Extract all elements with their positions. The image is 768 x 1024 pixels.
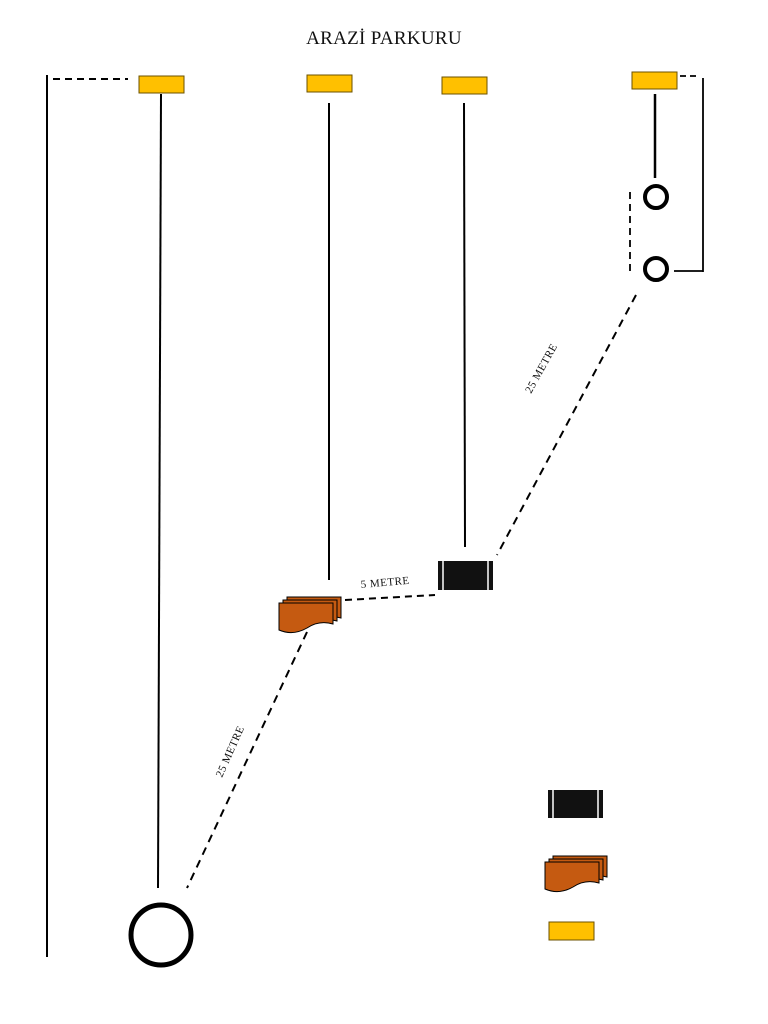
middle-distance-label: 5 METRE bbox=[360, 575, 410, 591]
lower-distance-label: 25 METRE bbox=[214, 724, 247, 779]
pole-1 bbox=[157, 93, 162, 889]
yellow-flag-icon bbox=[631, 71, 678, 90]
route-lower-dashed bbox=[186, 631, 308, 889]
legend-hurdle-icon bbox=[548, 790, 603, 818]
route-middle-dashed bbox=[344, 594, 436, 601]
page-title: ARAZİ PARKURU bbox=[306, 28, 462, 49]
yellow-flag-icon bbox=[306, 74, 353, 93]
route-upper-dashed bbox=[496, 294, 637, 556]
ring-icon bbox=[643, 184, 669, 210]
ring-icon bbox=[643, 256, 669, 282]
legend-brick-stack-icon bbox=[544, 855, 608, 893]
yellow-flag-icon bbox=[138, 75, 185, 94]
upper-distance-label: 25 METRE bbox=[523, 342, 560, 396]
big-ring-icon bbox=[128, 902, 194, 968]
pole-3 bbox=[463, 102, 466, 548]
yellow-flag-icon bbox=[441, 76, 488, 95]
brick-stack-icon bbox=[278, 596, 342, 634]
legend-yellow-flag-icon bbox=[548, 921, 595, 941]
black-hurdle-icon bbox=[438, 561, 493, 590]
